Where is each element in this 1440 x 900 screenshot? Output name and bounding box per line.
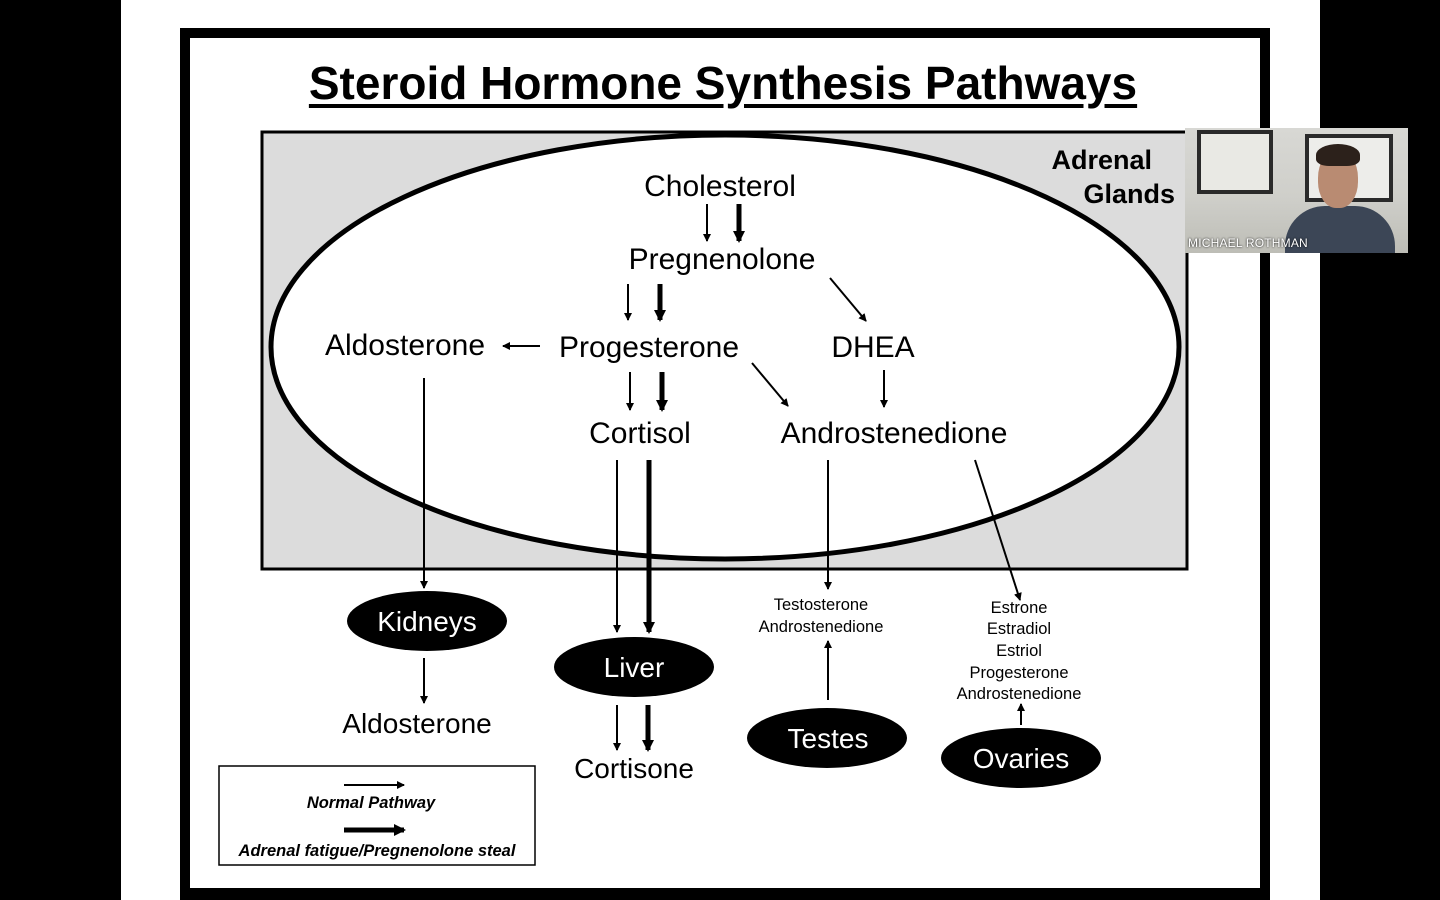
wall-frame-left <box>1197 130 1273 194</box>
label-progesterone: Progesterone <box>559 331 739 364</box>
arrow-progesterone-androstenedione <box>751 362 789 407</box>
label-androstenedione: Androstenedione <box>781 417 1008 450</box>
ovary-product-estrone: Estrone <box>991 599 1048 617</box>
legend-steal-label: Adrenal fatigue/Pregnenolone steal <box>238 842 516 860</box>
organ-testes-label: Testes <box>788 723 869 754</box>
organ-ovaries <box>941 728 1101 788</box>
adrenal-gland-ellipse <box>268 132 1182 562</box>
label-pregnenolone: Pregnenolone <box>629 243 816 276</box>
legend-normal-label: Normal Pathway <box>307 794 436 812</box>
organ-kidneys <box>347 591 507 651</box>
testes-product-androstenedione: Androstenedione <box>759 618 884 636</box>
ovary-product-estradiol: Estradiol <box>987 620 1051 638</box>
organ-ovaries-label: Ovaries <box>973 743 1069 774</box>
ovary-product-androstenedione: Androstenedione <box>957 685 1082 703</box>
label-dhea: DHEA <box>831 331 914 364</box>
label-cortisone: Cortisone <box>574 753 694 784</box>
participant-body <box>1285 206 1395 253</box>
legend: Normal Pathway Adrenal fatigue/Pregnenol… <box>218 765 536 866</box>
label-kidney-aldosterone: Aldosterone <box>342 708 491 739</box>
organ-testes <box>747 708 907 768</box>
slide-title: Steroid Hormone Synthesis Pathways <box>308 57 1138 109</box>
label-cholesterol: Cholesterol <box>644 170 796 203</box>
ovary-product-estriol: Estriol <box>996 642 1042 660</box>
ovary-product-progesterone: Progesterone <box>969 664 1068 682</box>
participant-video-tile[interactable]: MICHAEL ROTHMAN <box>1185 128 1408 253</box>
organ-liver-label: Liver <box>604 652 665 683</box>
label-aldosterone: Aldosterone <box>325 329 485 362</box>
arrow-androstenedione-ovary-products <box>974 459 1022 601</box>
arrow-pregnenolone-dhea <box>829 277 867 322</box>
region-label-adrenal: Adrenal <box>1051 145 1152 175</box>
organ-liver <box>554 637 714 697</box>
participant-hair <box>1316 144 1360 166</box>
testes-product-testosterone: Testosterone <box>774 596 868 614</box>
organ-kidneys-label: Kidneys <box>377 606 477 637</box>
legend-box <box>218 765 536 866</box>
region-label-glands: Glands <box>1083 179 1175 209</box>
label-cortisol: Cortisol <box>589 417 691 450</box>
participant-name: MICHAEL ROTHMAN <box>1188 236 1308 250</box>
